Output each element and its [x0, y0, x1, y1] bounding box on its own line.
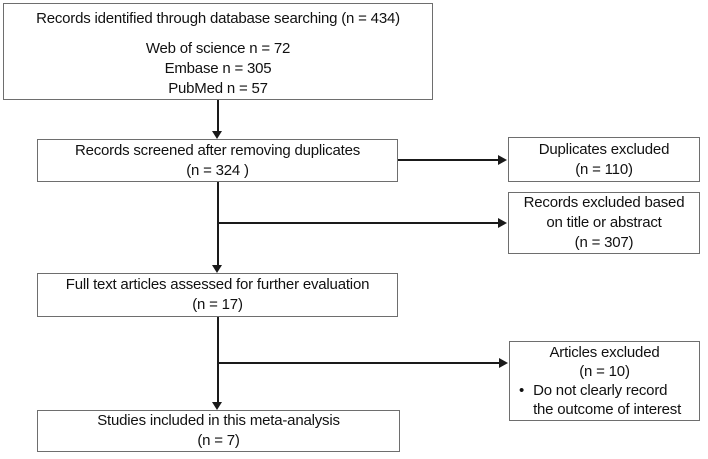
connector-branch-to-records-excluded: [218, 222, 499, 224]
arrowhead-right-icon: [499, 358, 508, 368]
box-fulltext-assessed: Full text articles assessed for further …: [37, 273, 398, 317]
records-screened-count: (n = 324 ): [186, 161, 249, 179]
records-excluded-count: (n = 307): [574, 234, 634, 251]
records-excluded-line2: on title or abstract: [546, 214, 662, 231]
duplicates-excluded-count: (n = 110): [575, 160, 633, 178]
box-duplicates-excluded: Duplicates excluded (n = 110): [508, 137, 700, 182]
source-embase: Embase n = 305: [164, 60, 272, 77]
reason-line1: Do not clearly record: [533, 382, 668, 399]
box-records-identified: Records identified through database sear…: [3, 3, 433, 100]
box-articles-excluded: Articles excluded (n = 10) • Do not clea…: [509, 341, 700, 421]
connector-fulltext-to-included: [217, 317, 219, 403]
duplicates-excluded-line1: Duplicates excluded: [538, 140, 670, 158]
connector-screened-to-duplicates: [398, 159, 499, 161]
arrowhead-right-icon: [498, 155, 507, 165]
records-identified-title: Records identified through database sear…: [36, 10, 400, 27]
arrowhead-right-icon: [498, 218, 507, 228]
articles-excluded-reason-text: Do not clearly record the outcome of int…: [533, 381, 681, 419]
studies-included-count: (n = 7): [197, 432, 240, 449]
articles-excluded-line1: Articles excluded: [549, 344, 660, 361]
bullet-icon: •: [519, 382, 525, 399]
reason-line2: the outcome of interest: [533, 401, 682, 418]
arrowhead-down-icon: [212, 402, 222, 410]
box-records-screened: Records screened after removing duplicat…: [37, 139, 398, 182]
fulltext-count: (n = 17): [192, 296, 243, 313]
box-records-excluded: Records excluded based on title or abstr…: [508, 192, 700, 254]
connector-screened-to-fulltext: [217, 182, 219, 266]
source-pubmed: PubMed n = 57: [168, 80, 268, 97]
connector-branch-to-articles-excluded: [218, 362, 500, 364]
box-studies-included: Studies included in this meta-analysis (…: [37, 410, 400, 452]
records-excluded-line1: Records excluded based: [523, 194, 685, 211]
articles-excluded-count: (n = 10): [579, 363, 630, 380]
arrowhead-down-icon: [212, 131, 222, 139]
source-web-of-science: Web of science n = 72: [145, 40, 291, 57]
arrowhead-down-icon: [212, 265, 222, 273]
articles-excluded-reason: • Do not clearly record the outcome of i…: [510, 381, 681, 419]
fulltext-line1: Full text articles assessed for further …: [65, 276, 370, 293]
records-screened-line1: Records screened after removing duplicat…: [74, 141, 361, 159]
studies-included-line1: Studies included in this meta-analysis: [97, 412, 340, 429]
connector-identified-to-screened: [217, 100, 219, 132]
